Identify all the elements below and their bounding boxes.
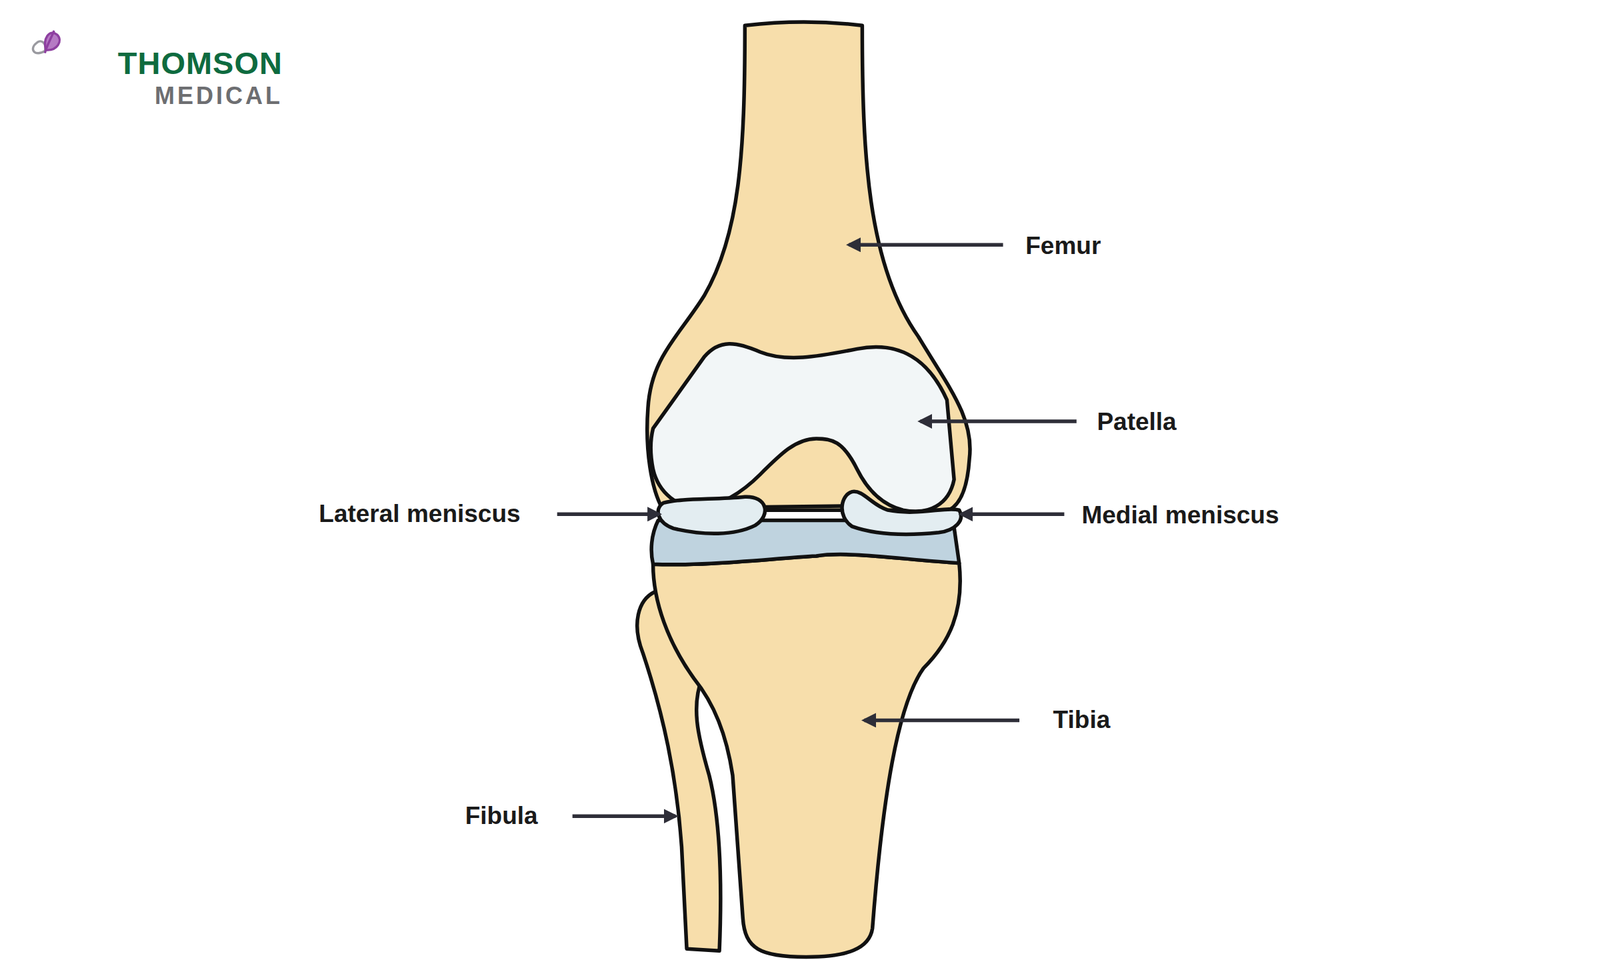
leader-line — [864, 718, 1020, 723]
part-label: Tibia — [1053, 706, 1111, 734]
lateral-meniscus — [658, 496, 765, 534]
part-label: Lateral meniscus — [318, 500, 520, 528]
leader-line — [572, 814, 676, 818]
part-label: Medial meniscus — [1081, 502, 1279, 530]
logo-wordmark: THOMSON — [118, 46, 283, 81]
part-label: Femur — [1025, 232, 1101, 260]
logo-icon — [32, 30, 60, 54]
part-label: Fibula — [465, 802, 538, 830]
leader-line — [848, 243, 1003, 248]
part-label: Patella — [1096, 408, 1176, 436]
tibia-bone — [653, 554, 961, 958]
patella-bone — [650, 344, 954, 512]
logo-subtitle: MEDICAL — [154, 82, 283, 110]
medial-meniscus — [842, 491, 961, 534]
cartilage-line — [763, 506, 843, 508]
leader-line — [557, 512, 660, 517]
leader-line — [920, 419, 1077, 424]
leader-line — [961, 512, 1065, 517]
